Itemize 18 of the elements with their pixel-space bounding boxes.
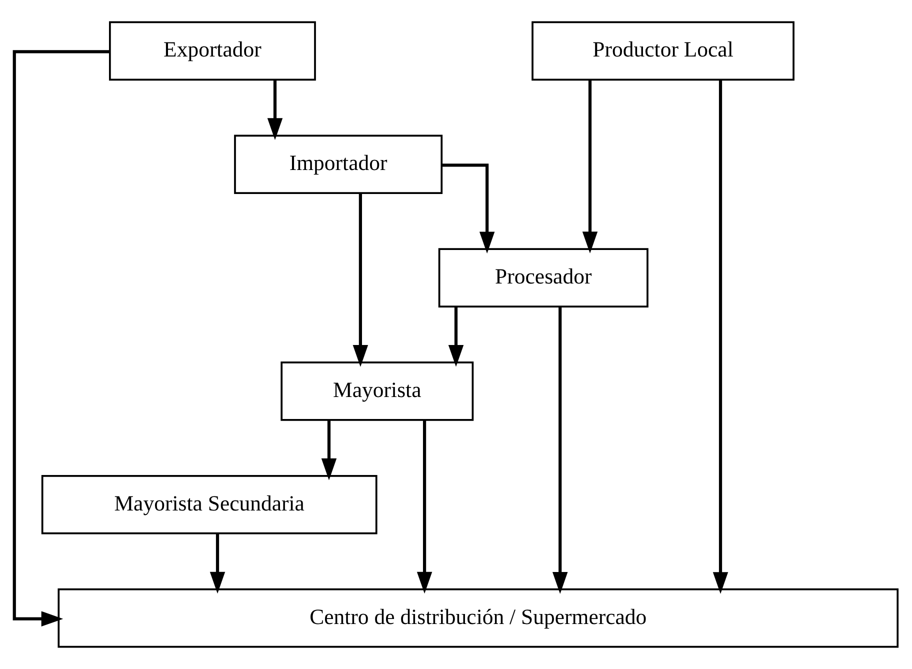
node-box: Mayorista Secundaria (41, 474, 378, 534)
node-box: Centro de distribución / Supermercado (58, 588, 899, 648)
arrow (352, 194, 368, 367)
arrow (267, 80, 283, 140)
arrow (448, 307, 464, 367)
arrow (552, 306, 568, 594)
node-box: Procesador (438, 248, 648, 308)
node-box: Productor Local (532, 21, 794, 81)
arrow (210, 534, 226, 594)
node-box: Exportador (109, 21, 316, 81)
node-box: Importador (234, 134, 443, 194)
arrow (712, 80, 728, 594)
arrow (416, 420, 432, 594)
arrow (321, 420, 337, 480)
node-box: Mayorista (280, 362, 474, 421)
arrow (12, 50, 110, 626)
arrow (582, 80, 598, 254)
arrow (442, 164, 495, 254)
